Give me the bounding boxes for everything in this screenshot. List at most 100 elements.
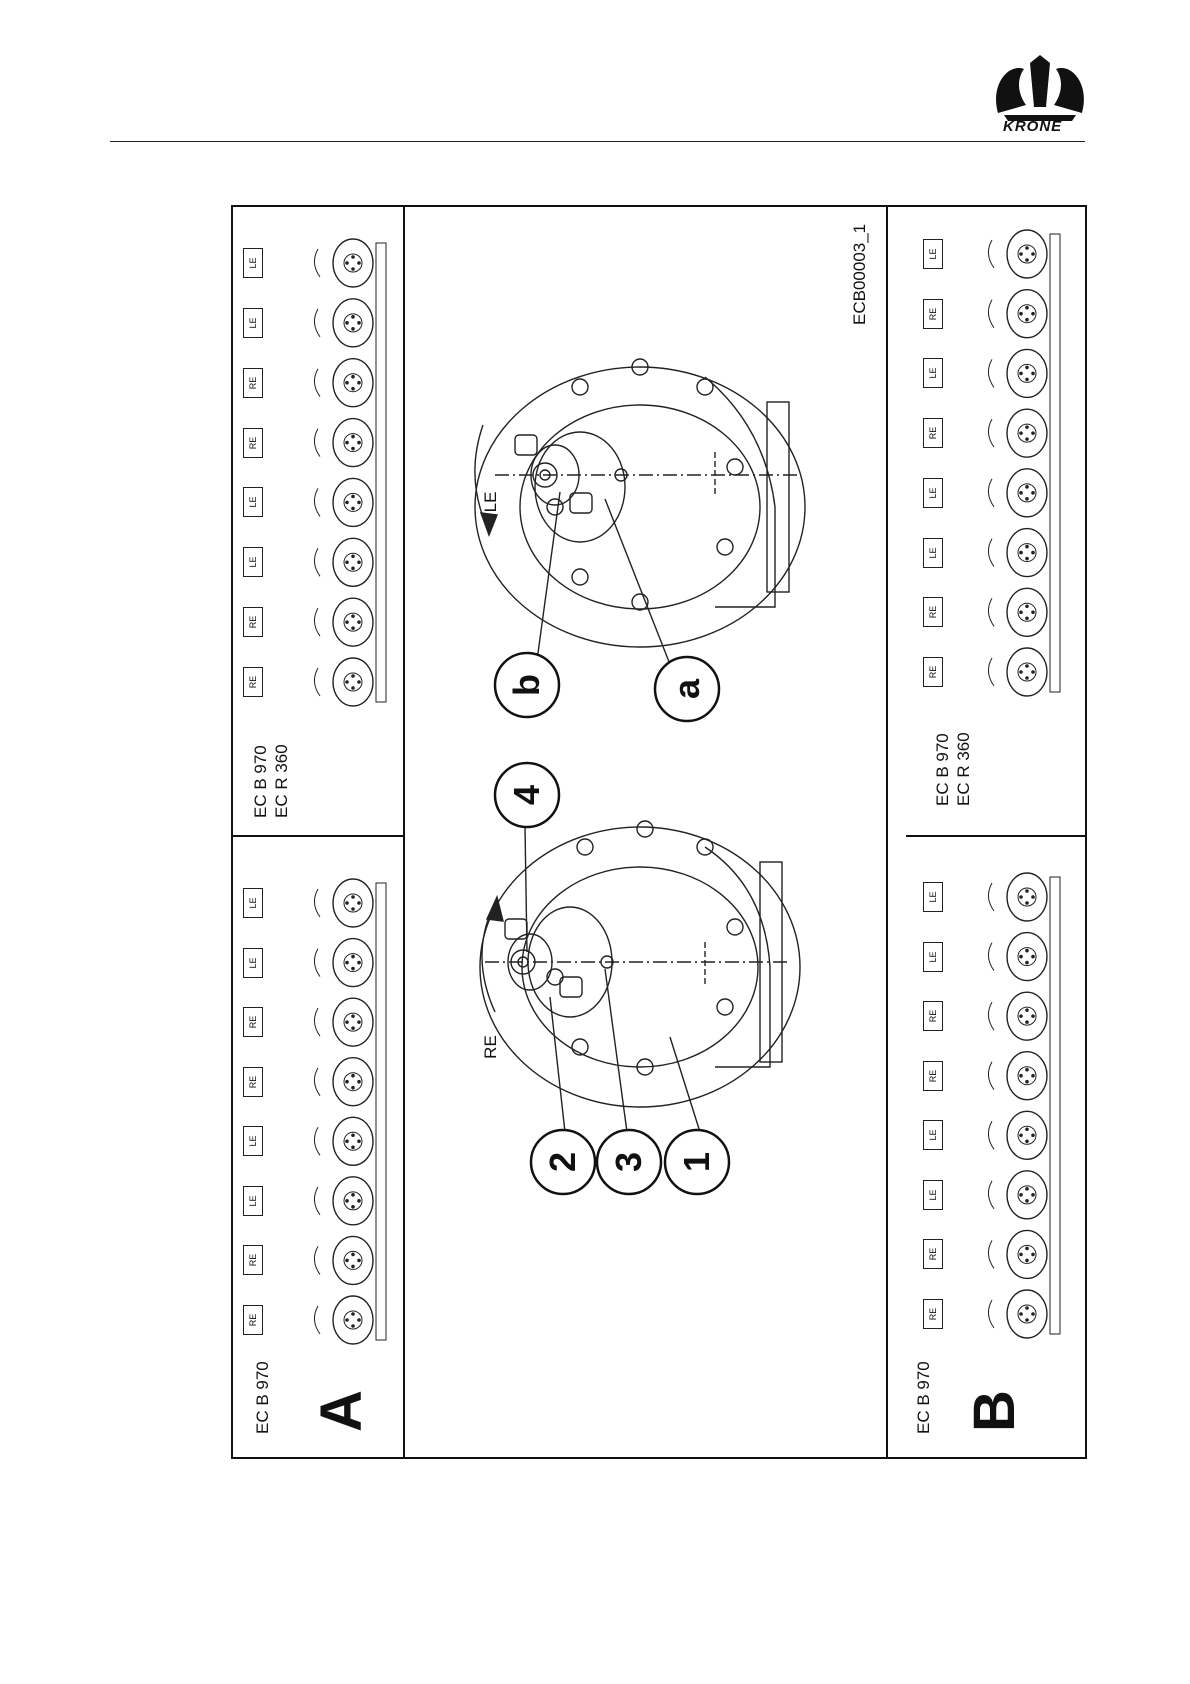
- rotation-arrow-up-icon: [314, 1306, 320, 1334]
- mower-disc: [1007, 349, 1047, 397]
- rotation-arrow-down-icon: [988, 479, 994, 507]
- model-line: EC B 970: [250, 744, 271, 818]
- rotation-arrow-up-icon: [314, 1068, 320, 1096]
- panel-b-left-disc-label: LE: [923, 942, 943, 972]
- le-direction-label: LE: [481, 492, 500, 513]
- callout-1-label: 1: [676, 1152, 717, 1172]
- disc-direction-text: RE: [248, 1016, 258, 1029]
- rotation-arrow-up-icon: [988, 658, 994, 686]
- mower-disc: [1007, 529, 1047, 577]
- disc-direction-text: LE: [248, 1195, 258, 1206]
- panel-b-letter: B: [965, 1390, 1025, 1432]
- panel-a-left-cutterbar: [298, 863, 418, 1360]
- rotation-arrow-down-icon: [988, 943, 994, 971]
- disc-direction-text: LE: [928, 891, 938, 902]
- panel-a-left-model: EC B 970: [252, 1361, 273, 1434]
- mower-disc: [333, 1117, 373, 1165]
- disc-direction-text: LE: [928, 368, 938, 379]
- rotation-arrow-up-icon: [314, 429, 320, 457]
- model-line: EC R 360: [953, 732, 974, 806]
- panel-a-right-disc-label: RE: [243, 428, 263, 458]
- model-line: EC R 360: [271, 744, 292, 818]
- panel-a-right-disc-label: RE: [243, 368, 263, 398]
- mower-disc: [1007, 588, 1047, 636]
- disc-direction-text: LE: [248, 957, 258, 968]
- mower-disc: [333, 299, 373, 347]
- callout-4-label: 4: [506, 785, 547, 805]
- mower-disc: [1007, 409, 1047, 457]
- disc-direction-text: RE: [248, 376, 258, 389]
- panel-b-left-disc-label: LE: [923, 1180, 943, 1210]
- disc-direction-text: LE: [248, 497, 258, 508]
- callout-2-label: 2: [542, 1152, 583, 1172]
- disc-direction-text: LE: [248, 257, 258, 268]
- disc-direction-text: LE: [928, 547, 938, 558]
- cutterbar-beam: [376, 883, 386, 1340]
- cutterbar-beam: [1050, 877, 1060, 1334]
- panel-b-right-cutterbar: [972, 214, 1092, 712]
- mower-disc: [333, 1296, 373, 1344]
- mower-disc: [1007, 648, 1047, 696]
- panel-a-right-disc-label: LE: [243, 547, 263, 577]
- disc-direction-text: LE: [928, 1130, 938, 1141]
- panel-b-left-model: EC B 970: [913, 1361, 934, 1434]
- panel-a-left-disc-label: LE: [243, 948, 263, 978]
- disc-direction-text: RE: [248, 436, 258, 449]
- disc-direction-text: RE: [248, 1254, 258, 1267]
- mower-disc: [333, 359, 373, 407]
- mower-disc: [1007, 1290, 1047, 1338]
- panel-b-divider: [886, 205, 888, 1459]
- rotation-arrow-down-icon: [988, 1181, 994, 1209]
- mower-disc: [333, 1058, 373, 1106]
- panel-a-right-cutterbar: [298, 223, 418, 722]
- rotation-arrow-down-icon: [314, 889, 320, 917]
- mower-disc: [333, 998, 373, 1046]
- disc-direction-text: RE: [928, 307, 938, 320]
- panel-a-left-disc-label: LE: [243, 888, 263, 918]
- panel-b-right-disc-label: RE: [923, 418, 943, 448]
- cutterbar-beam: [376, 243, 386, 702]
- rotation-arrow-up-icon: [314, 369, 320, 397]
- disc-direction-text: RE: [928, 1308, 938, 1321]
- mower-disc: [333, 658, 373, 706]
- disc-direction-text: LE: [248, 897, 258, 908]
- panel-a-left-disc-label: RE: [243, 1007, 263, 1037]
- rotation-arrow-up-icon: [314, 1008, 320, 1036]
- rotation-arrow-down-icon: [314, 1127, 320, 1155]
- rotation-arrow-up-icon: [988, 598, 994, 626]
- panel-a-letter: A: [312, 1390, 372, 1432]
- rotation-arrow-down-icon: [988, 240, 994, 268]
- rotation-arrow-up-icon: [988, 1240, 994, 1268]
- mower-disc: [333, 419, 373, 467]
- rotation-arrow-up-icon: [988, 1002, 994, 1030]
- panel-a-split: [232, 835, 403, 837]
- mower-disc: [1007, 1230, 1047, 1278]
- cutterbar-beam: [1050, 234, 1060, 692]
- panel-b-left-disc-label: RE: [923, 1001, 943, 1031]
- panel-b-right-disc-label: LE: [923, 478, 943, 508]
- disc-direction-text: LE: [928, 1189, 938, 1200]
- panel-a-left-disc-label: RE: [243, 1245, 263, 1275]
- mower-disc: [1007, 933, 1047, 981]
- rotation-arrow-down-icon: [988, 539, 994, 567]
- disc-direction-text: RE: [928, 606, 938, 619]
- disc-direction-text: LE: [928, 951, 938, 962]
- mower-disc: [1007, 290, 1047, 338]
- callout-b-label: b: [506, 674, 547, 696]
- panel-a-right-disc-label: RE: [243, 667, 263, 697]
- panel-b-left-disc-label: RE: [923, 1299, 943, 1329]
- disc-direction-text: LE: [928, 248, 938, 259]
- rotation-arrow-down-icon: [988, 1121, 994, 1149]
- mower-disc: [333, 598, 373, 646]
- panel-a-left-disc-label: RE: [243, 1305, 263, 1335]
- mower-disc: [1007, 992, 1047, 1040]
- rotation-arrow-down-icon: [314, 1187, 320, 1215]
- rotation-arrow-up-icon: [988, 419, 994, 447]
- rotation-arrow-down-icon: [314, 548, 320, 576]
- disc-hub-detail-drawing: b a 4 2 3 1 LE RE: [405, 207, 885, 1457]
- panel-b-left-disc-label: RE: [923, 1061, 943, 1091]
- panel-b-left-cutterbar: [972, 857, 1092, 1354]
- rotation-arrow-down-icon: [314, 488, 320, 516]
- rotation-arrow-up-icon: [988, 1300, 994, 1328]
- mower-disc: [333, 239, 373, 287]
